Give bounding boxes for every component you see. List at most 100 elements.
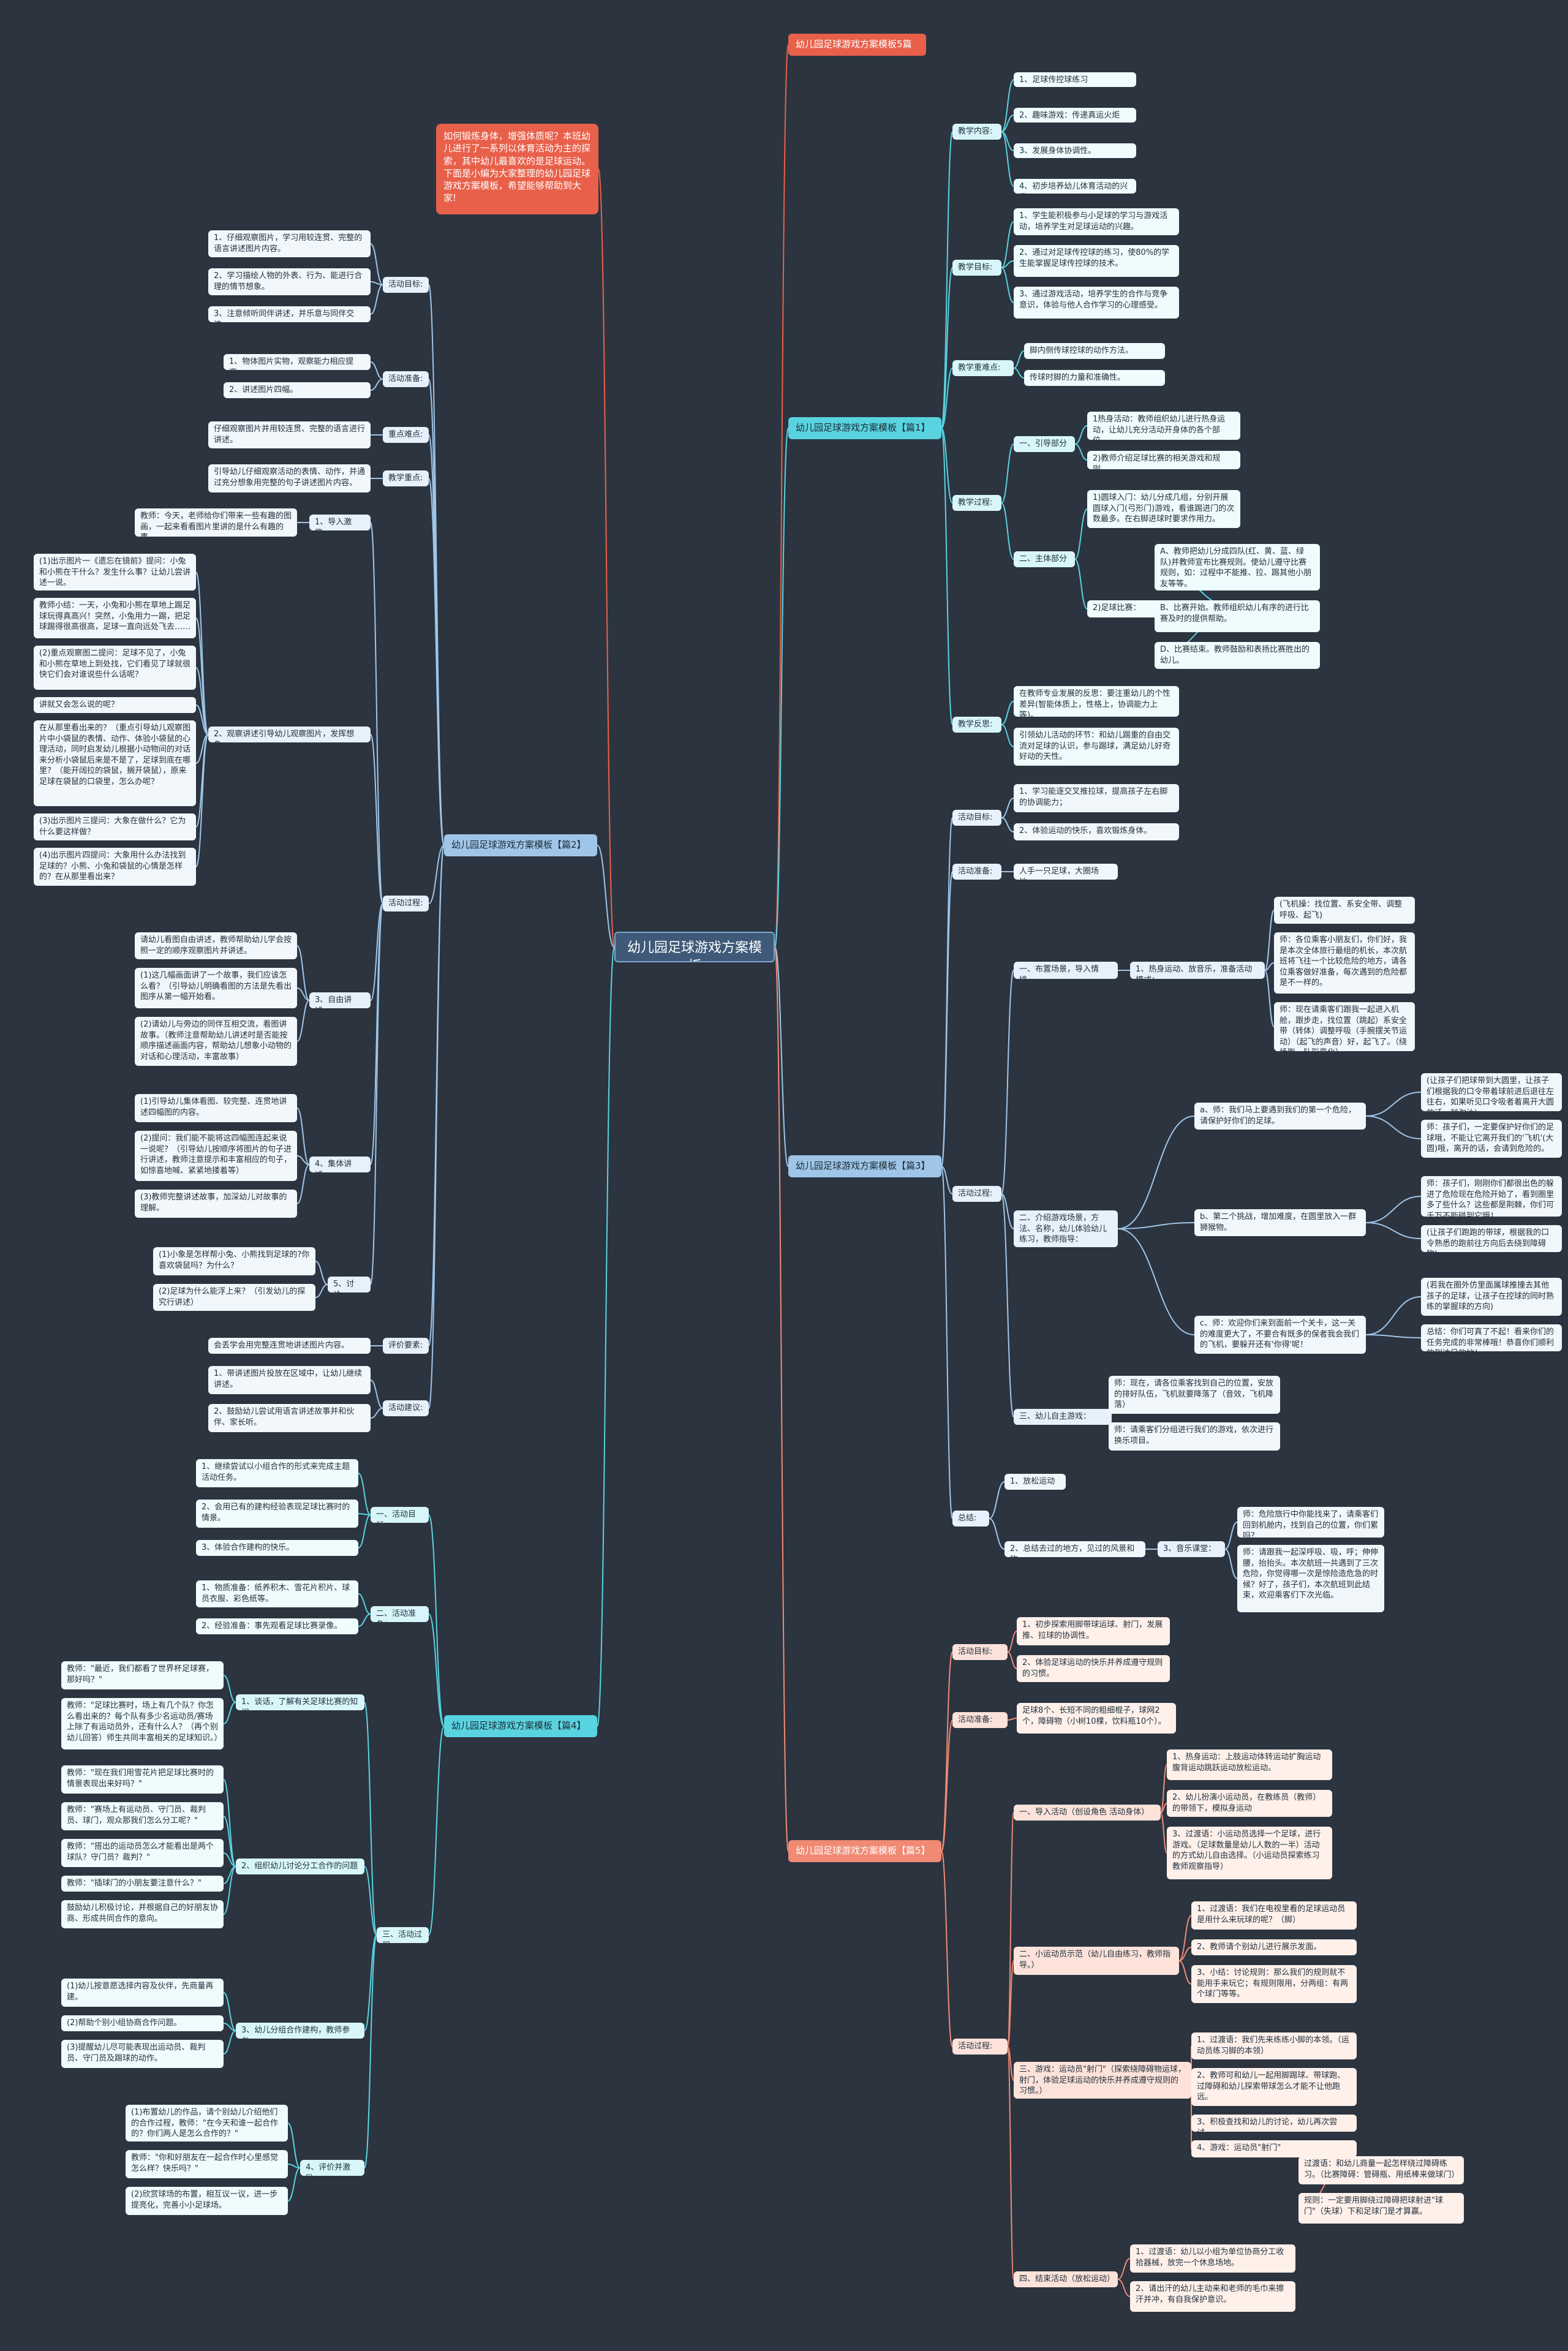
p2-goal-1[interactable]: 2、学习描绘人物的外表、行为、能进行合理的情节想象。 xyxy=(208,268,371,295)
p1-match-2[interactable]: D、比赛结束。教师鼓励和表扬比赛胜出的幼儿。 xyxy=(1155,642,1320,669)
p3-process-label[interactable]: 活动过程: xyxy=(952,1186,1001,1202)
p1-reflect-label[interactable]: 教学反思: xyxy=(952,717,1001,733)
p1-reflect-1[interactable]: 引领幼儿活动的环节：和幼儿踢重的自由交流对足球的认识，参与踢球，满足幼儿好奇好动… xyxy=(1014,728,1179,766)
p5-prep-label[interactable]: 活动准备: xyxy=(952,1712,1008,1728)
p1-goal-label[interactable]: 教学目标: xyxy=(952,260,1001,276)
p3-goal-0[interactable]: 1、学习能逐交叉推拉球，提高孩子左右脚的协调能力； xyxy=(1014,784,1179,812)
p4-step2-4[interactable]: 鼓励幼儿积极讨论，并根据自己的好朋友协商、形成共同合作的意向。 xyxy=(61,1900,224,1928)
p5-part1-1[interactable]: 2、幼儿扮演小运动员，在教练员（教师）的带领下，模拟身运动 xyxy=(1167,1790,1332,1817)
p2-step5-1[interactable]: (2)足球为什么能浮上来？（引发幼儿的探究行讲述） xyxy=(153,1284,315,1311)
p4-part1-2[interactable]: 3、体验合作建构的快乐。 xyxy=(196,1540,358,1556)
p5-part3-1[interactable]: 2、教师可和幼儿一起用脚踢球、带球跑、过障碍和幼儿探索带球怎么才能不让他跑远。 xyxy=(1191,2068,1357,2106)
p5-process-label[interactable]: 活动过程: xyxy=(952,2039,1008,2055)
p4-step1-1[interactable]: 教师："足球比赛时，场上有几个队？你怎么看出来的？每个队有多少名运动员/赛场上除… xyxy=(61,1698,224,1749)
branch-p4[interactable]: 幼儿园足球游戏方案模板【篇4】 xyxy=(444,1715,597,1737)
p2-step2-0[interactable]: (1)出示图片一《遗忘在镜前》提问：小兔和小熊在干什么？发生什么事？让幼儿尝讲述… xyxy=(34,554,196,591)
p1-content-2[interactable]: 3、发展身体协调性。 xyxy=(1014,143,1136,158)
p5-part3[interactable]: 三、游戏：运动员"射门"（探索绕障碍物运球，射门，体验足球运动的快乐并养成遵守规… xyxy=(1014,2062,1191,2099)
p1-goal-2[interactable]: 3、通过游戏活动，培养学生的合作与竞争意识，体验与他人合作学习的心理感受。 xyxy=(1014,287,1179,319)
p3-part2[interactable]: 二、介绍游戏场景，方法、名称，幼儿体验幼儿练习，教师指导： xyxy=(1014,1210,1118,1247)
p2-eval-label[interactable]: 评价要素: xyxy=(383,1338,429,1354)
p1-content-label[interactable]: 教学内容: xyxy=(952,124,1001,140)
p2-goal-2[interactable]: 3、注意倾听同伴讲述，并乐意与同伴交流。 xyxy=(208,306,371,322)
p1-main-part[interactable]: 二、主体部分 xyxy=(1014,551,1075,567)
p2-step3[interactable]: 3、自由讲述。 xyxy=(309,992,371,1008)
branch-p3[interactable]: 幼儿园足球游戏方案模板【篇3】 xyxy=(788,1155,941,1177)
p5-part3-sub-0[interactable]: 过渡语：和幼儿商量一起怎样绕过障碍练习。（比赛障碍：管碍瓶、用纸棒来做球门） xyxy=(1298,2156,1464,2184)
p4-step3[interactable]: 3、幼儿分组合作建构，教师参与。 xyxy=(236,2023,364,2039)
p4-part2-0[interactable]: 1、物质准备：纸养积木、雪花片积片、球员衣服、彩色纸等。 xyxy=(196,1580,358,1607)
p3-part1[interactable]: 一、布置场景，导入情境。 xyxy=(1014,962,1118,979)
p3-sum2-sub[interactable]: 3、音乐课堂： xyxy=(1158,1541,1225,1557)
p3-goal-1[interactable]: 2、体验运动的快乐，喜欢锻炼身体。 xyxy=(1014,823,1179,840)
p5-part3-3[interactable]: 4、游戏：运动员"射门" xyxy=(1191,2140,1357,2157)
p2-step2-1[interactable]: 教师小结：一天，小兔和小熊在草地上踢足球玩得真高兴！突然，小兔用力一踢，把足球踢… xyxy=(34,598,196,638)
p4-step3-1[interactable]: (2)帮助个别小组协商合作问题。 xyxy=(61,2015,224,2031)
p3-part2c-1[interactable]: 总结：你们可真了不起！看来你们的任务完成的非常棒哦！恭喜你们顺利的到达目的地！ xyxy=(1421,1324,1562,1351)
p4-part2-1[interactable]: 2、经验准备：事先观看足球比赛录像。 xyxy=(196,1618,358,1634)
branch-p1[interactable]: 幼儿园足球游戏方案模板【篇1】 xyxy=(788,417,941,439)
p5-goal-1[interactable]: 2、体验足球运动的快乐并养成遵守规则的习惯。 xyxy=(1017,1655,1170,1682)
p2-goal-label[interactable]: 活动目标: xyxy=(383,277,429,293)
p2-ext-label[interactable]: 活动建议: xyxy=(383,1400,429,1416)
p4-step2-2[interactable]: 教师："搭出的运动员怎么才能看出是两个球队？守门员？裁判？" xyxy=(61,1839,224,1867)
p5-part4-1[interactable]: 2、请出汗的幼儿主动来和老师的毛巾来擦汗并冲，有自我保护意识。 xyxy=(1130,2281,1295,2312)
p4-step2-0[interactable]: 教师："现在我们用雪花片把足球比赛时的情景表现出来好吗？" xyxy=(61,1765,224,1794)
p1-main-0[interactable]: 1)圆球入门：幼儿分成几组，分别开展圆球入门(弓形门)游戏，看谁踢进门的次数最多… xyxy=(1087,490,1240,528)
p5-part1-2[interactable]: 3、过渡语：小运动员选择一个足球，进行游戏。（足球数量是幼儿人数的一半）活动的方… xyxy=(1167,1827,1332,1879)
p2-key2-label[interactable]: 教学重点: xyxy=(383,470,429,486)
p2-key-label[interactable]: 重点难点: xyxy=(383,427,429,443)
p2-prep-1[interactable]: 2、讲述图片四幅。 xyxy=(224,382,371,398)
p2-eval[interactable]: 会丢学会用完整连贯地讲述图片内容。 xyxy=(208,1338,371,1354)
p4-part1[interactable]: 一、活动目标： xyxy=(371,1507,429,1523)
p2-step2[interactable]: 2、观察讲述引导幼儿观察图片，发挥想象。 xyxy=(208,726,371,742)
intro-node[interactable]: 如何锻炼身体，增强体质呢？本班幼儿进行了一系列以体育活动为主的探索，其中幼儿最喜… xyxy=(436,124,598,214)
p1-key-1[interactable]: 传球时脚的力量和准确性。 xyxy=(1024,370,1165,386)
p3-sum2-0[interactable]: 师：危险旅行中你能找来了，请乘客们回到机舱内，找到自己的位置，你们累吗？ xyxy=(1237,1507,1384,1538)
p2-step5[interactable]: 5、讨论。 xyxy=(328,1277,371,1292)
p4-step4-2[interactable]: (2)欣赏球场的布置，相互议一议，进一步提亮化，完善小小足球场。 xyxy=(126,2187,288,2215)
p1-goal-0[interactable]: 1、学生能积极参与小足球的学习与游戏活动，培养学生对足球运动的兴趣。 xyxy=(1014,208,1179,235)
p4-part1-0[interactable]: 1、继续尝试以小组合作的形式来完成主题活动任务。 xyxy=(196,1459,358,1487)
p4-step4-0[interactable]: (1)布置幼儿的作品，请个别幼儿介绍他们的合作过程，教师："在今天和谁一起合作的… xyxy=(126,2105,288,2142)
p3-part1-1[interactable]: 师：各位乘客小朋友们，你们好，我是本次全体旅行最组的机长，本次航班将飞往一个比较… xyxy=(1274,932,1415,994)
p2-prep-0[interactable]: 1、物体图片实物，观察能力相应提高。 xyxy=(224,354,371,370)
p2-step2-2[interactable]: (2)重点观察图二提问：足球不见了，小兔和小熊在草地上到处找，它们看见了球就很快… xyxy=(34,646,196,690)
p5-part4[interactable]: 四、结束活动（放松运动） xyxy=(1014,2271,1118,2287)
p3-part2a-0[interactable]: (让孩子们把球带到大圆里，让孩子们根据我的口令带着球前进后退往左往右，如果听见口… xyxy=(1421,1073,1562,1111)
p1-key-label[interactable]: 教学重难点: xyxy=(952,360,1014,376)
p2-ext-0[interactable]: 1、带讲述图片投放在区域中，让幼儿继续讲述。 xyxy=(208,1366,371,1394)
p4-step2-1[interactable]: 教师："赛场上有运动员、守门员、裁判员、球门，观众那我们怎么分工呢？" xyxy=(61,1802,224,1830)
p2-step4-2[interactable]: (3)教师完整讲述故事，加深幼儿对故事的理解。 xyxy=(135,1190,297,1218)
p2-step3-2[interactable]: (2)请幼儿与旁边的同伴互相交流，看图讲故事。（教师注意帮助幼儿讲述时是否能按顺… xyxy=(135,1017,297,1066)
p5-part3-sub-1[interactable]: 规则：一定要用脚绕过障碍把球射进"球门"（失球）下和足球门是才算赢。 xyxy=(1298,2193,1464,2224)
p2-step2-6[interactable]: (4)出示图片四提问：大象用什么办法找到足球的？小熊、小兔和袋鼠的心情是怎样的？… xyxy=(34,848,196,886)
p3-part2c-0[interactable]: (若我在圈外仿里面属球推撞去其他孩子的足球，让孩子在控球的同时熟练的掌握球的方向… xyxy=(1421,1278,1562,1316)
p3-part1-sub[interactable]: 1、热身运动、放音乐，准备活动模式： xyxy=(1130,962,1265,979)
p1-intro-part[interactable]: 一、引导部分 xyxy=(1014,436,1075,452)
p3-part2a-1[interactable]: 师：孩子们，一定要保护好你们的足球哦，不能让它离开我们的'飞机'(大圆)哦，离开… xyxy=(1421,1120,1562,1158)
p5-part3-2[interactable]: 3、积极查找和幼儿的讨论，幼儿再次尝试。 xyxy=(1191,2115,1357,2132)
p5-prep[interactable]: 足球8个、长短不同的粗细棍子，球网2个，障碍物（小树10棵，饮料瓶10个）。 xyxy=(1017,1703,1176,1734)
p4-step3-0[interactable]: (1)幼儿按意愿选择内容及伙伴，先商量再建。 xyxy=(61,1979,224,2007)
p4-step3-2[interactable]: (3)提醒幼儿尽可能表现出运动员、裁判员、守门员及踢球的动作。 xyxy=(61,2040,224,2068)
p5-part1[interactable]: 一、导入活动（创设角色 活动身体） xyxy=(1014,1805,1161,1821)
p3-part2-2[interactable]: c、师：欢迎你们来到面前一个关卡，这一关的难度更大了，不要合有既多的保者我会我们… xyxy=(1194,1316,1366,1354)
branch-p5[interactable]: 幼儿园足球游戏方案模板【篇5】 xyxy=(788,1840,941,1862)
p3-part2b-1[interactable]: (让孩子们跑跑的带球，根据我的口令熟悉的跑前往方向后去绕到障碍物) xyxy=(1421,1225,1562,1252)
p2-key[interactable]: 仔细观察图片并用较连贯、完整的语言进行讲述。 xyxy=(208,421,371,448)
p1-process-label[interactable]: 教学过程: xyxy=(952,495,1001,511)
p5-goal-0[interactable]: 1、初步探索用脚带球运球、射门，发展推、拉球的协调性。 xyxy=(1017,1617,1170,1645)
p1-goal-1[interactable]: 2、通过对足球传控球的练习，使80%的学生能掌握足球传控球的技术。 xyxy=(1014,245,1179,277)
p2-step1[interactable]: 1、导入激趣。 xyxy=(309,515,371,530)
p5-goal-label[interactable]: 活动目标: xyxy=(952,1644,1008,1660)
p2-step2-4[interactable]: 在从那里看出来的？（重点引导幼儿观察图片中小袋鼠的表情、动作、体验小袋鼠的心理活… xyxy=(34,720,196,806)
p4-part1-1[interactable]: 2、会用已有的建构经验表现足球比赛时的情景。 xyxy=(196,1500,358,1528)
p3-part3-0[interactable]: 师：现在，请各位乘客找到自己的位置，安放的排好队伍，飞机就要降落了（音效，飞机降… xyxy=(1109,1376,1280,1414)
p2-key2[interactable]: 引导幼儿仔细观察活动的表情、动作，并通过充分想象用完整的句子讲述图片内容。 xyxy=(208,464,371,492)
p4-step4[interactable]: 4、评价并激励。 xyxy=(300,2160,364,2176)
p3-prep[interactable]: 人手一只足球，大圈场地。 xyxy=(1014,864,1118,880)
p5-part2-0[interactable]: 1、过渡语：我们在电视里看的足球运动员是用什么来玩球的呢？（脚） xyxy=(1191,1901,1357,1930)
root-node[interactable]: 幼儿园足球游戏方案模板 xyxy=(614,932,775,962)
p3-part1-2[interactable]: 师：现在请乘客们跟我一起进入机舱，跟步走，找位置（跳起）系安全带（转体）调整呼吸… xyxy=(1274,1002,1415,1051)
